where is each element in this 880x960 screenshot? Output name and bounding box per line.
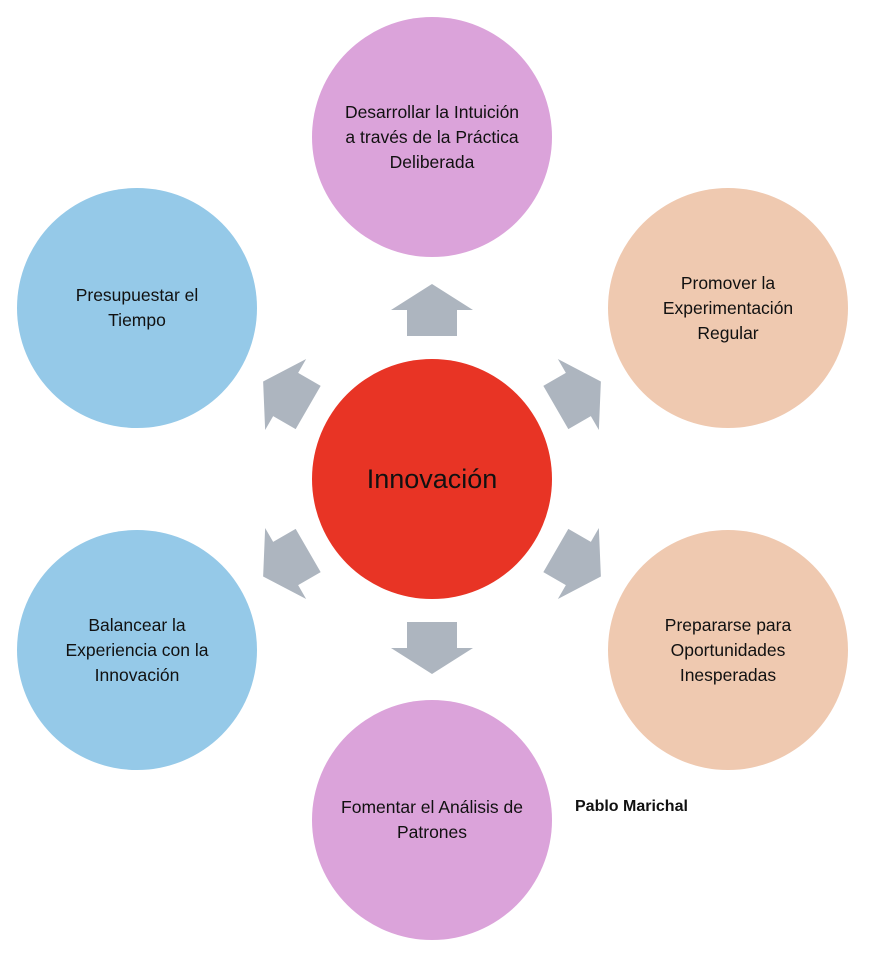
arrow-icon [263,527,321,600]
node-unexpected-opportunities: Prepararse para Oportunidades Inesperada… [608,530,848,770]
node-label: Promover la Experimentación Regular [662,272,794,343]
node-balance-experience: Balancear la Experiencia con la Innovaci… [17,530,257,770]
node-label: Fomentar el Análisis de Patrones [341,797,523,842]
node-regular-experimentation: Promover la Experimentación Regular [608,188,848,428]
center-node-innovation: Innovación [312,359,552,599]
arrow-icon [543,527,601,600]
node-label: Prepararse para Oportunidades Inesperada… [664,614,792,685]
node-budget-time: Presupuestar el Tiempo [17,188,257,428]
center-label: Innovación [366,463,498,494]
arrow-icon [391,622,473,674]
arrow-icon [391,284,473,336]
arrow-icon [543,358,601,431]
node-label: Presupuestar el Tiempo [75,285,199,330]
node-deliberate-practice: Desarrollar la Intuición a través de la … [312,17,552,257]
node-label: Desarrollar la Intuición a través de la … [344,101,520,172]
author-credit: Pablo Marichal [575,798,688,815]
node-label: Balancear la Experiencia con la Innovaci… [65,614,209,685]
node-pattern-analysis: Fomentar el Análisis de Patrones [312,700,552,940]
arrow-icon [263,358,321,431]
